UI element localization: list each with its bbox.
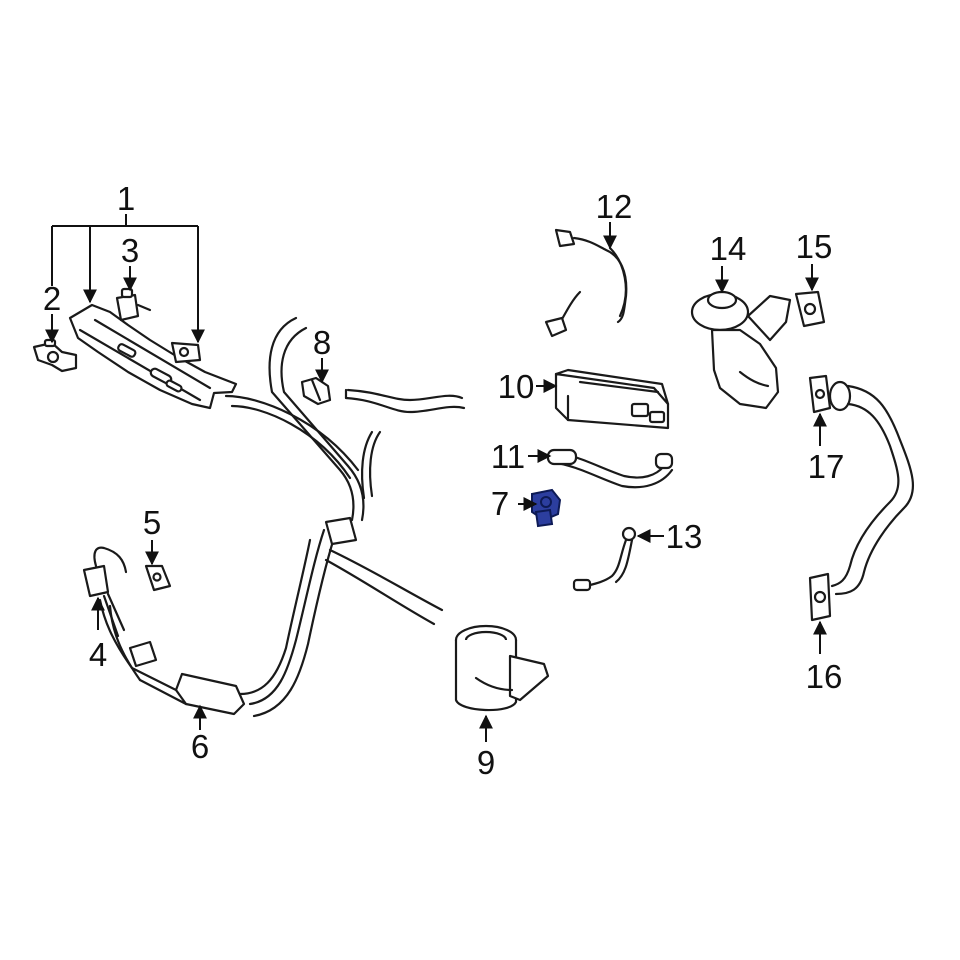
part-16-pipe[interactable]	[808, 380, 914, 622]
part-15-gasket[interactable]	[794, 290, 826, 328]
part-1-bracket[interactable]	[68, 303, 238, 410]
callout-2[interactable]: 2	[43, 280, 61, 317]
callout-14[interactable]: 14	[710, 230, 747, 267]
part-3-solenoid[interactable]	[115, 287, 152, 322]
part-10-canister[interactable]	[554, 368, 670, 430]
callout-4[interactable]: 4	[89, 636, 107, 673]
callout-17[interactable]: 17	[808, 448, 845, 485]
callout-1[interactable]: 1	[117, 180, 135, 217]
part-11-hose[interactable]	[546, 448, 674, 489]
callout-6[interactable]: 6	[191, 728, 209, 765]
part-5-bracket[interactable]	[144, 564, 172, 592]
callout-11[interactable]: 11	[491, 438, 525, 475]
callout-9[interactable]: 9	[477, 744, 495, 781]
part-13-sensor[interactable]	[572, 526, 637, 592]
part-9-housing[interactable]	[454, 624, 550, 712]
part-2-valve[interactable]	[32, 338, 78, 373]
callout-5[interactable]: 5	[143, 504, 161, 541]
callout-8[interactable]: 8	[313, 324, 331, 361]
hose-upper[interactable]	[344, 388, 466, 414]
part-6-hose-assembly[interactable]	[98, 316, 444, 718]
callout-13[interactable]: 13	[666, 518, 703, 555]
callout-3[interactable]: 3	[121, 232, 139, 269]
callout-15[interactable]: 15	[796, 228, 833, 265]
callout-labels: 1 2 3 4 5 6 7 8 9 10 11 12 13 14 15 16 1…	[43, 180, 845, 781]
leader-lines	[45, 214, 827, 742]
part-8-fitting[interactable]	[300, 376, 332, 406]
part-14-egr-valve[interactable]	[690, 290, 792, 410]
part-7-valve[interactable]	[531, 488, 562, 528]
callout-7[interactable]: 7	[491, 485, 509, 522]
callout-12[interactable]: 12	[596, 188, 633, 225]
part-4-switch[interactable]	[82, 546, 128, 638]
callout-10[interactable]: 10	[498, 368, 535, 405]
part-17-gasket[interactable]	[808, 374, 832, 414]
part-1-solenoid-right[interactable]	[170, 341, 202, 364]
callout-16[interactable]: 16	[806, 658, 843, 695]
part-12-sensor[interactable]	[544, 228, 628, 338]
